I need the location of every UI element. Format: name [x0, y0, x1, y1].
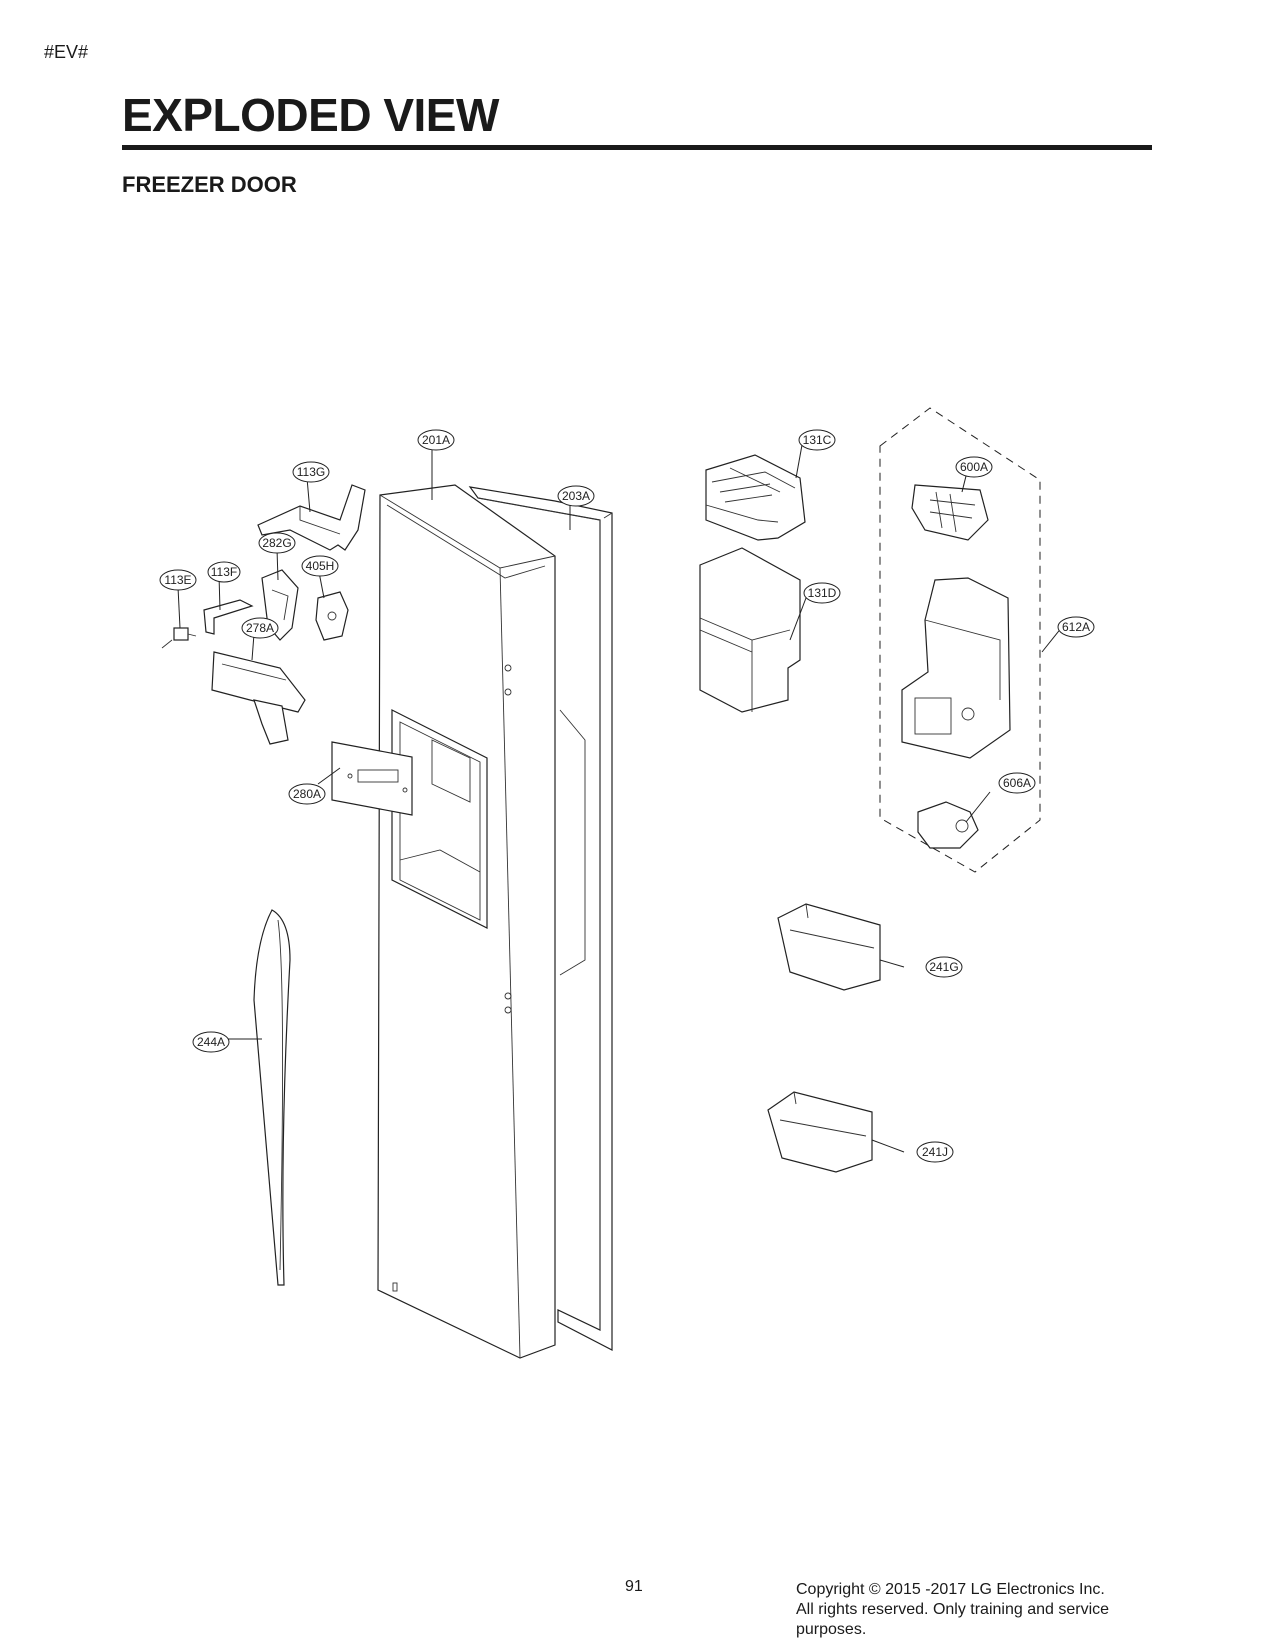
- svg-text:600A: 600A: [960, 460, 988, 474]
- leader-lines: [177, 444, 1063, 1153]
- copyright-line: Copyright © 2015 -2017 LG Electronics In…: [796, 1581, 1105, 1598]
- svg-text:113F: 113F: [211, 565, 237, 579]
- svg-text:113E: 113E: [164, 573, 191, 587]
- callout-241j: 241J: [916, 1141, 954, 1163]
- callout-131d: 131D: [803, 582, 841, 604]
- door-bin-241g-part: [777, 903, 881, 991]
- ice-bin-cover-131c-part: [705, 454, 806, 541]
- freezer-door-part: [377, 484, 586, 1359]
- svg-text:131C: 131C: [803, 433, 832, 447]
- callout-600a: 600A: [955, 456, 993, 478]
- svg-text:282G: 282G: [262, 536, 291, 550]
- motor-606a-part: [917, 801, 979, 849]
- callout-280a: 280A: [288, 783, 326, 805]
- display-panel-part: [331, 741, 413, 816]
- icemaker-kit-612a-outline: [879, 407, 1041, 873]
- svg-text:606A: 606A: [1003, 776, 1031, 790]
- page-title: EXPLODED VIEW: [122, 89, 499, 141]
- spring-113e-part: [161, 627, 197, 649]
- svg-text:241J: 241J: [922, 1145, 948, 1159]
- svg-text:131D: 131D: [808, 586, 837, 600]
- section-title: FREEZER DOOR: [122, 172, 297, 197]
- handle-244a-part: [253, 909, 291, 1286]
- door-gasket-part: [468, 486, 613, 1351]
- callout-606a: 606A: [998, 772, 1036, 794]
- icemaker-600a-part: [911, 484, 989, 541]
- ice-bin-131d-part: [699, 547, 801, 713]
- lever-113f-part: [203, 599, 254, 635]
- svg-text:278A: 278A: [246, 621, 274, 635]
- callout-113e: 113E: [159, 569, 197, 591]
- door-bin-241j-part: [767, 1091, 873, 1173]
- svg-text:405H: 405H: [306, 559, 335, 573]
- callout-612a: 612A: [1057, 616, 1095, 638]
- svg-text:203A: 203A: [562, 489, 590, 503]
- page-number: 91: [625, 1578, 643, 1595]
- svg-text:113G: 113G: [297, 465, 325, 479]
- title-rule: [122, 145, 1152, 150]
- callout-131c: 131C: [798, 429, 836, 451]
- callout-201a: 201A: [417, 429, 455, 451]
- callout-278a: 278A: [241, 617, 279, 639]
- bracket-113g-part: [257, 484, 366, 551]
- callout-405h: 405H: [301, 555, 339, 577]
- callout-203a: 203A: [557, 485, 595, 507]
- callout-241g: 241G: [925, 956, 963, 978]
- copyright-line: All rights reserved. Only training and s…: [796, 1601, 1110, 1618]
- icemaker-housing-part: [901, 577, 1011, 759]
- copyright-line: purposes.: [796, 1621, 867, 1638]
- copyright-notice: Copyright © 2015 -2017 LG Electronics In…: [796, 1580, 1156, 1640]
- callout-113g: 113G: [292, 461, 330, 483]
- svg-text:241G: 241G: [929, 960, 958, 974]
- document-tag: #EV#: [44, 42, 89, 62]
- switch-405h-part: [315, 591, 349, 641]
- callout-244a: 244A: [192, 1031, 230, 1053]
- svg-text:280A: 280A: [293, 787, 321, 801]
- svg-text:612A: 612A: [1062, 620, 1090, 634]
- svg-text:244A: 244A: [197, 1035, 225, 1049]
- svg-text:201A: 201A: [422, 433, 450, 447]
- cover-278a-part: [211, 651, 306, 745]
- callout-282g: 282G: [258, 532, 296, 554]
- callout-113f: 113F: [207, 561, 241, 583]
